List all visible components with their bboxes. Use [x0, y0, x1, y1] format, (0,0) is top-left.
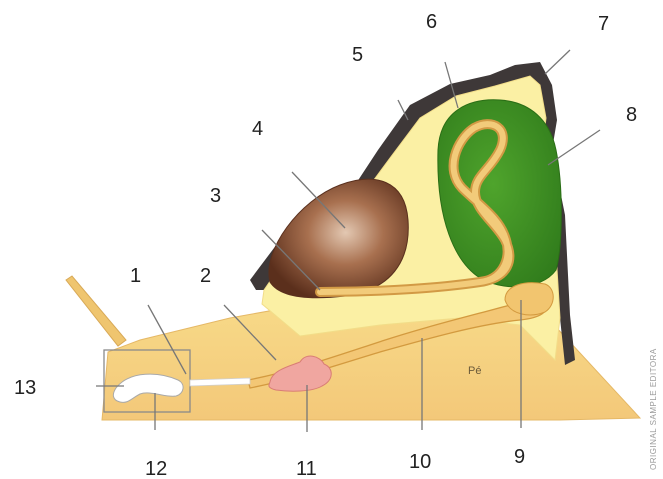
label-5: 5: [352, 44, 363, 66]
label-9: 9: [514, 446, 525, 468]
label-1: 1: [130, 265, 141, 287]
credit-text: ORIGINAL SAMPLE EDITORA: [649, 348, 658, 470]
tentacle: [66, 276, 126, 346]
label-3: 3: [210, 185, 221, 207]
label-6: 6: [426, 11, 437, 33]
label-13: 13: [14, 377, 36, 399]
leader-line-7: [545, 50, 570, 74]
label-4: 4: [252, 118, 263, 140]
label-2: 2: [200, 265, 211, 287]
label-12: 12: [145, 458, 167, 479]
foot-label: Pé: [468, 365, 481, 377]
stomach: [505, 283, 553, 315]
label-7: 7: [598, 13, 609, 35]
label-8: 8: [626, 104, 637, 126]
label-10: 10: [409, 451, 431, 473]
label-11: 11: [296, 458, 317, 479]
